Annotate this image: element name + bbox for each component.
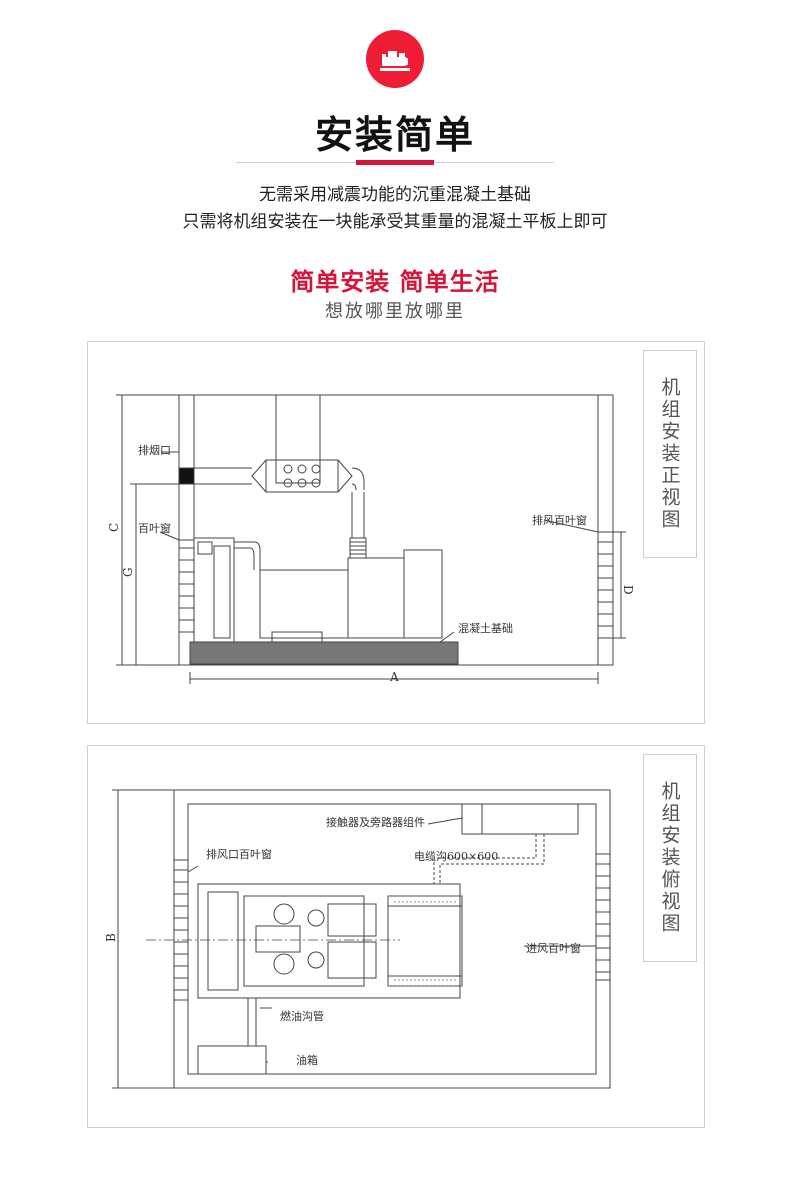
generator-logo-icon: [366, 30, 424, 88]
fuel-tank-label: 油箱: [296, 1053, 318, 1067]
exhaust-louver-label: 排风口百叶窗: [206, 847, 272, 861]
sub-slogan: 想放哪里放哪里: [325, 301, 465, 322]
dim-d-label: D: [621, 585, 635, 595]
dim-b-label: B: [104, 933, 118, 942]
exhaust-port-label: 排烟口: [138, 443, 171, 457]
contactor-label: 接触器及旁路器组件: [326, 815, 425, 829]
fuel-trench-label: 燃油沟管: [280, 1009, 324, 1023]
page-title: 安装简单: [314, 113, 475, 157]
louver-label: 百叶窗: [138, 521, 171, 535]
exhaust-louver-label: 排风百叶窗: [532, 513, 587, 527]
title-accent-bar: [356, 160, 434, 165]
cable-trench-label: 电缆沟600×600: [414, 850, 498, 863]
concrete-base-label: 混凝土基础: [458, 621, 513, 635]
description-line-2: 只需将机组安装在一块能承受其重量的混凝土平板上即可: [182, 212, 608, 232]
intake-louver-label: 进风百叶窗: [526, 941, 581, 955]
top-view-diagram: 接触器及旁路器组件 电缆沟600×600 排风口百叶窗 进风百叶窗 燃油沟管 油…: [104, 789, 611, 1089]
front-view-label: 机组安装正视图: [643, 350, 697, 558]
dim-g-label: G: [121, 567, 135, 577]
slogan: 简单安装 简单生活: [290, 268, 500, 296]
dim-a-label: A: [389, 670, 399, 684]
front-view-diagram: 排烟口 百叶窗 排风百叶窗 混凝土基础 A C G D: [107, 394, 635, 684]
top-view-label: 机组安装俯视图: [643, 754, 697, 962]
front-view-panel: 排烟口 百叶窗 排风百叶窗 混凝土基础 A C G D 机组安装正视图: [87, 341, 705, 724]
dim-c-label: C: [107, 523, 121, 532]
description-line-1: 无需采用减震功能的沉重混凝土基础: [259, 185, 531, 205]
top-view-panel: 接触器及旁路器组件 电缆沟600×600 排风口百叶窗 进风百叶窗 燃油沟管 油…: [87, 745, 705, 1128]
